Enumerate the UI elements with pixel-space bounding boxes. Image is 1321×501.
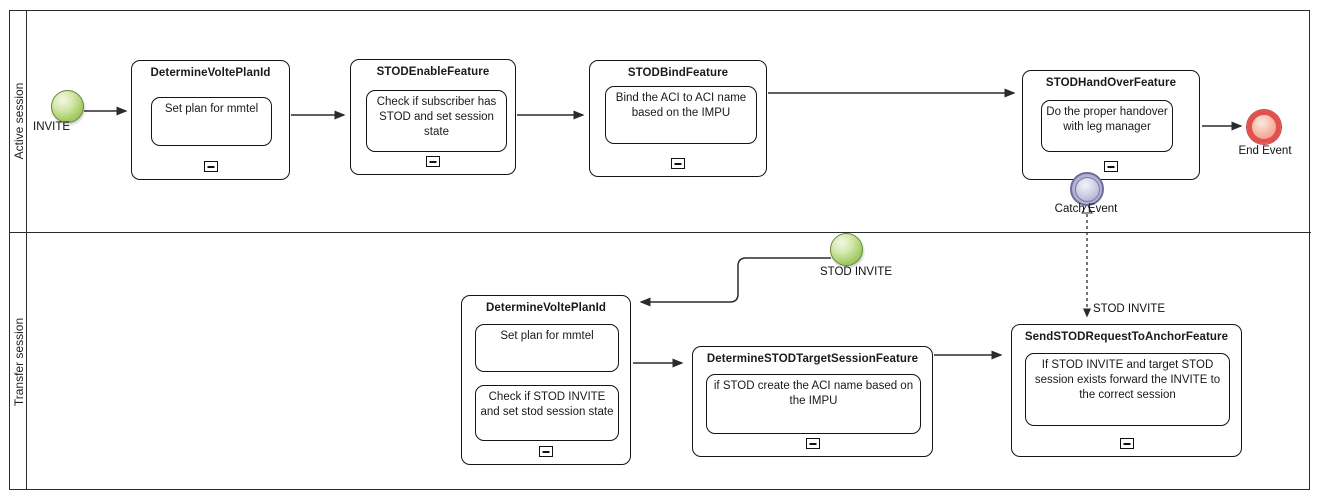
task-stod-bind-feature[interactable]: STODBindFeature Bind the ACI to ACI name…	[589, 60, 767, 177]
task-step: Check if subscriber has STOD and set ses…	[366, 90, 507, 152]
task-step: Bind the ACI to ACI name based on the IM…	[605, 86, 757, 144]
lane-label-transfer-session: Transfer session	[12, 317, 26, 407]
task-step: Set plan for mmtel	[475, 324, 619, 372]
task-title: STODEnableFeature	[376, 66, 490, 78]
association-flow-label: STOD INVITE	[1093, 303, 1165, 315]
collapse-icon[interactable]	[1119, 438, 1134, 449]
start-event-invite-label: INVITE	[33, 121, 71, 133]
task-determine-volte-plan-id-transfer[interactable]: DetermineVoltePlanId Set plan for mmtel …	[461, 295, 631, 465]
task-title: DetermineVoltePlanId	[485, 302, 606, 314]
task-step: Do the proper handover with leg manager	[1041, 100, 1173, 152]
catch-event[interactable]	[1070, 172, 1104, 206]
start-event-stod-invite-label: STOD INVITE	[820, 266, 892, 278]
collapse-icon[interactable]	[1104, 161, 1118, 172]
collapse-icon[interactable]	[805, 438, 820, 449]
task-title: DetermineVoltePlanId	[150, 67, 271, 79]
start-event-invite[interactable]	[51, 90, 84, 123]
task-stod-handover-feature[interactable]: STODHandOverFeature Do the proper handov…	[1022, 70, 1200, 180]
task-determine-volte-plan-id-active[interactable]: DetermineVoltePlanId Set plan for mmtel	[131, 60, 290, 180]
task-step: if STOD create the ACI name based on the…	[706, 374, 921, 434]
catch-event-inner-ring	[1074, 176, 1100, 202]
start-event-stod-invite[interactable]	[830, 233, 863, 266]
task-title: STODBindFeature	[627, 67, 729, 79]
task-stod-enable-feature[interactable]: STODEnableFeature Check if subscriber ha…	[350, 59, 516, 175]
lane-label-active-session: Active session	[12, 82, 26, 160]
task-title: DetermineSTODTargetSessionFeature	[706, 353, 919, 365]
lane-label-column	[9, 10, 27, 490]
task-determine-stod-target-session-feature[interactable]: DetermineSTODTargetSessionFeature if STO…	[692, 346, 933, 457]
task-step: Check if STOD INVITE and set stod sessio…	[475, 385, 619, 441]
task-title: STODHandOverFeature	[1045, 77, 1177, 89]
task-title: SendSTODRequestToAnchorFeature	[1024, 331, 1229, 343]
task-send-stod-request-to-anchor-feature[interactable]: SendSTODRequestToAnchorFeature If STOD I…	[1011, 324, 1242, 457]
collapse-icon[interactable]	[426, 156, 440, 167]
task-step: If STOD INVITE and target STOD session e…	[1025, 353, 1230, 426]
end-event[interactable]	[1247, 110, 1281, 144]
catch-event-label: Catch Event	[1054, 203, 1118, 215]
pool-frame	[9, 10, 1310, 490]
collapse-icon[interactable]	[671, 158, 685, 169]
task-step: Set plan for mmtel	[151, 97, 272, 146]
lane-divider	[9, 232, 1311, 233]
collapse-icon[interactable]	[539, 446, 553, 457]
end-event-label: End Event	[1238, 145, 1292, 157]
collapse-icon[interactable]	[203, 161, 218, 172]
